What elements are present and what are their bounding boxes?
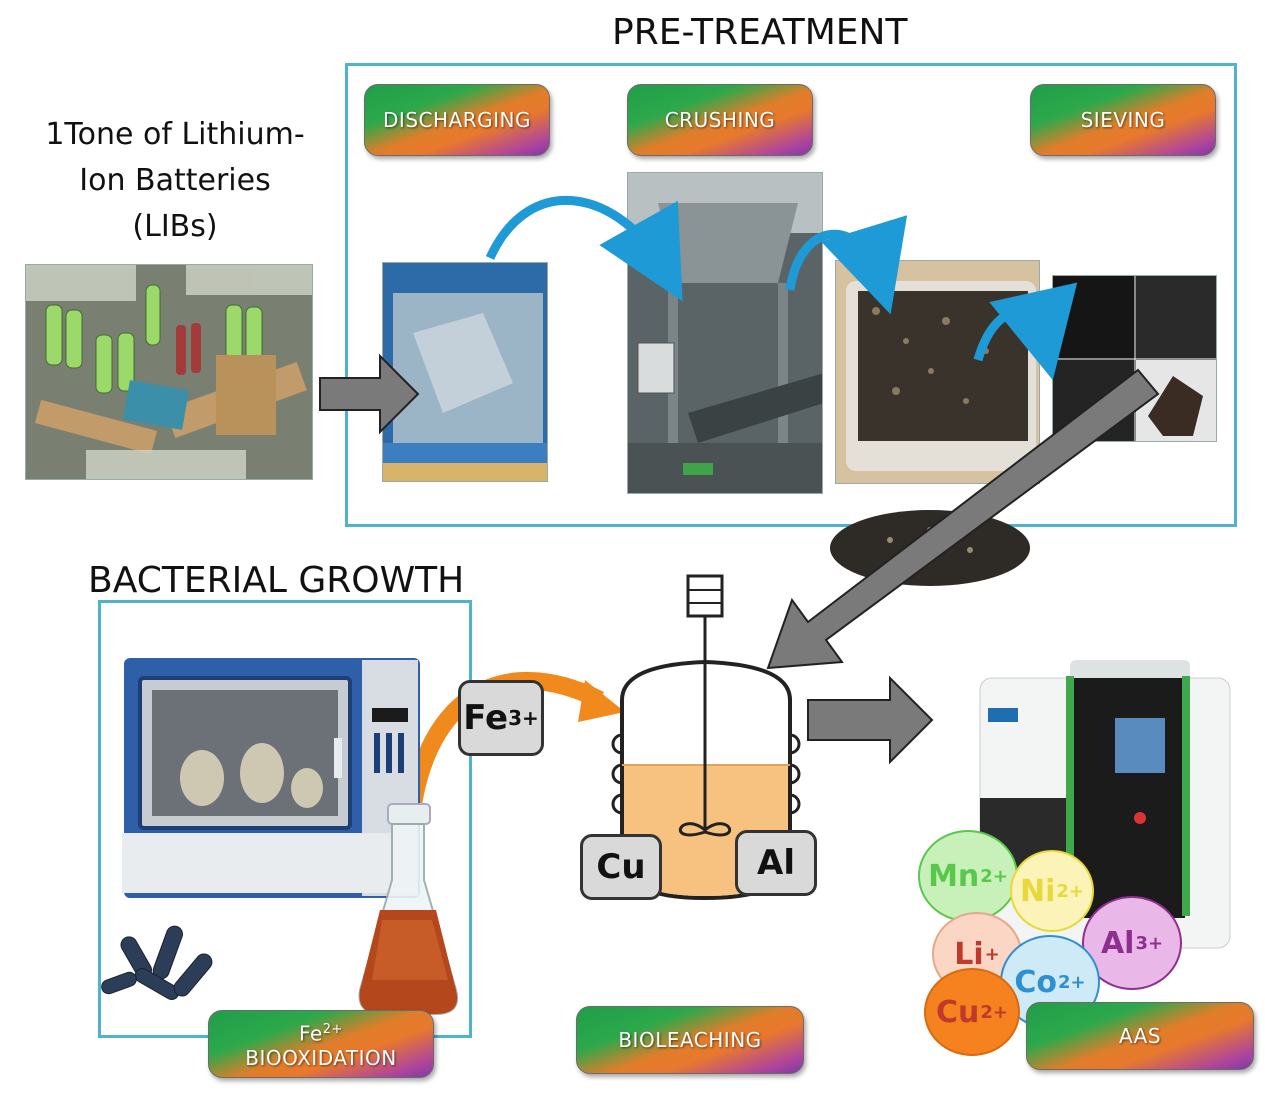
ferric-ion-charge: 3+	[508, 706, 539, 730]
flask-image	[352, 800, 464, 1020]
blue-arrow-2	[785, 215, 908, 315]
aluminium-box: Al	[735, 830, 817, 896]
sieving-button[interactable]: SIEVING	[1030, 84, 1216, 156]
blue-arrow-1	[485, 196, 683, 302]
gray-arrow-to-pretreatment	[319, 353, 420, 435]
discharging-image	[382, 262, 548, 482]
bioleaching-button[interactable]: BIOLEACHING	[576, 1006, 804, 1074]
biooxidation-label: BIOOXIDATION	[245, 1045, 397, 1070]
copper-box: Cu	[580, 834, 662, 900]
input-label-line1: 1Tone of Lithium-	[45, 117, 305, 152]
battery-pile-image	[25, 264, 313, 480]
biooxidation-button[interactable]: Fe2+ BIOOXIDATION	[208, 1010, 434, 1078]
ferric-ion-symbol: Fe	[463, 698, 509, 738]
ferrous-ion-label: Fe	[299, 1021, 323, 1046]
crushing-button[interactable]: CRUSHING	[627, 84, 813, 156]
gray-arrow-to-reactor	[766, 368, 1160, 670]
aas-button[interactable]: AAS	[1026, 1002, 1254, 1070]
gray-arrow-to-aas	[807, 675, 934, 765]
input-label-line2: Ion Batteries	[79, 163, 271, 198]
bacteria-rods	[101, 925, 213, 1000]
pretreatment-frame	[345, 63, 1237, 527]
aas-instrument-image	[970, 658, 1240, 950]
crushing-machine-image	[627, 172, 823, 494]
bacterial-growth-title: BACTERIAL GROWTH	[88, 560, 465, 601]
discharging-button[interactable]: DISCHARGING	[364, 84, 550, 156]
input-label: 1Tone of Lithium- Ion Batteries (LIBs)	[10, 112, 340, 250]
blue-arrow-3	[973, 282, 1078, 381]
pretreatment-title: PRE-TREATMENT	[612, 12, 908, 53]
input-label-line3: (LIBs)	[132, 209, 218, 244]
incubator-shaker-image	[122, 638, 422, 900]
ferrous-ion-charge: 2+	[322, 1022, 343, 1038]
